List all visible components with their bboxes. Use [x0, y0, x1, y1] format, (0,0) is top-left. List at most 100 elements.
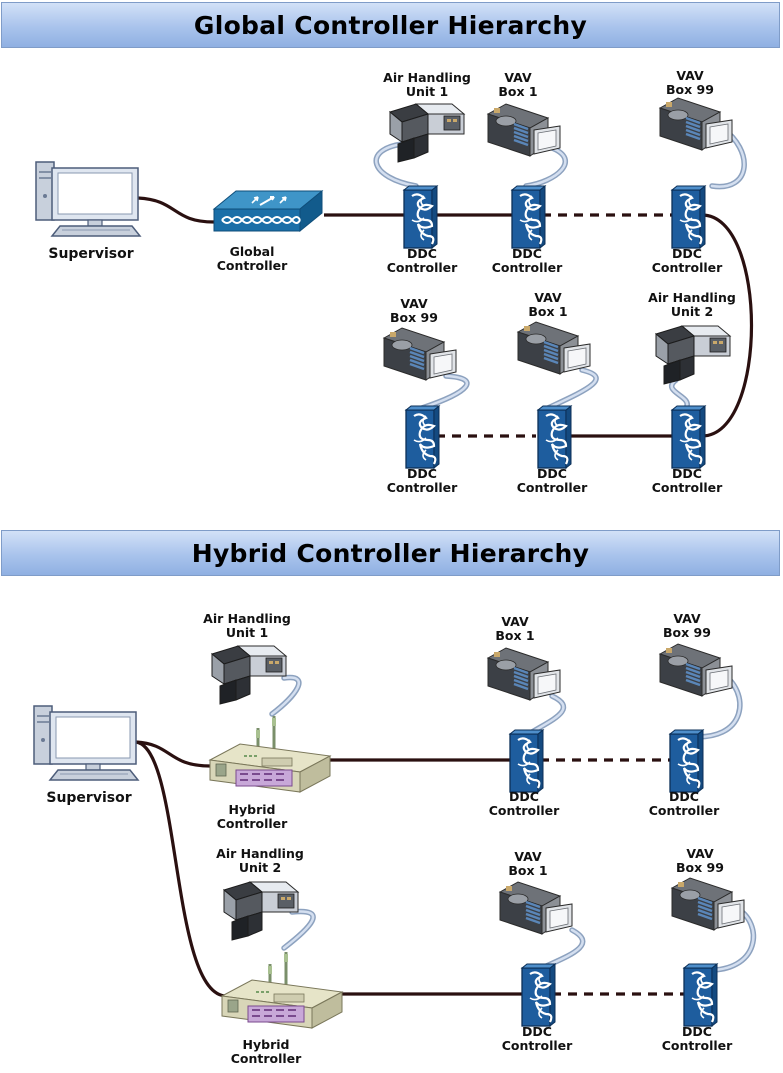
- svg-text:Air Handling: Air Handling: [383, 70, 471, 85]
- svg-text:VAV: VAV: [400, 296, 428, 311]
- svg-text:Controller: Controller: [649, 803, 720, 818]
- ddc-controller-icon: [520, 962, 557, 1028]
- vav-box-1-icon: [486, 102, 562, 158]
- ddc-controller-label: DDC Controller: [489, 789, 560, 818]
- svg-text:Box 1: Box 1: [498, 84, 537, 99]
- svg-text:Box 1: Box 1: [495, 628, 534, 643]
- hybrid-controller-label: Hybrid Controller: [217, 802, 288, 831]
- ddc-controller-icon: [670, 184, 707, 250]
- vav-box-99-icon: [658, 96, 734, 152]
- svg-text:Controller: Controller: [502, 1038, 573, 1053]
- vav-box-99-icon: [382, 326, 458, 382]
- vav-box-1-label: VAV Box 1: [498, 70, 537, 99]
- svg-text:DDC: DDC: [682, 1024, 712, 1039]
- svg-text:Controller: Controller: [387, 480, 458, 495]
- ddc-controller-label: DDC Controller: [649, 789, 720, 818]
- svg-text:Unit 1: Unit 1: [406, 84, 448, 99]
- svg-text:Controller: Controller: [517, 480, 588, 495]
- svg-text:DDC: DDC: [537, 466, 567, 481]
- hybrid-hierarchy-title: Hybrid Controller Hierarchy: [191, 538, 590, 568]
- svg-text:VAV: VAV: [534, 290, 562, 305]
- svg-text:Box 99: Box 99: [676, 860, 724, 875]
- vav-box-1-icon: [516, 320, 592, 376]
- svg-text:Controller: Controller: [217, 258, 288, 273]
- svg-text:Box 1: Box 1: [528, 304, 567, 319]
- ddc-controller-icon: [402, 184, 439, 250]
- ddc-controller-label: DDC Controller: [502, 1024, 573, 1053]
- supervisor-icon: [33, 705, 139, 781]
- svg-text:VAV: VAV: [514, 849, 542, 864]
- svg-text:Unit 2: Unit 2: [239, 860, 281, 875]
- vav-box-1-label: VAV Box 1: [495, 614, 534, 643]
- vav-box-1-label: VAV Box 1: [528, 290, 567, 319]
- svg-text:Unit 2: Unit 2: [671, 304, 713, 319]
- ddc-controller-icon: [668, 728, 705, 794]
- ddc-controller-label: DDC Controller: [517, 466, 588, 495]
- svg-text:Hybrid: Hybrid: [229, 802, 276, 817]
- svg-text:Box 99: Box 99: [390, 310, 438, 325]
- ahu-2-label: Air Handling Unit 2: [648, 290, 736, 319]
- global-controller-icon: [213, 190, 323, 232]
- svg-text:Controller: Controller: [652, 260, 723, 275]
- vav-box-99-label: VAV Box 99: [390, 296, 438, 325]
- svg-text:Air Handling: Air Handling: [648, 290, 736, 305]
- svg-text:Box 1: Box 1: [508, 863, 547, 878]
- ddc-controller-label: DDC Controller: [387, 466, 458, 495]
- svg-text:Controller: Controller: [662, 1038, 733, 1053]
- svg-text:DDC: DDC: [669, 789, 699, 804]
- svg-text:Hybrid: Hybrid: [243, 1037, 290, 1052]
- svg-text:DDC: DDC: [407, 466, 437, 481]
- global-hierarchy-title: Global Controller Hierarchy: [193, 10, 588, 40]
- svg-text:Global: Global: [230, 244, 275, 259]
- svg-text:Box 99: Box 99: [663, 625, 711, 640]
- global-controller-label: Global Controller: [217, 244, 288, 273]
- svg-text:VAV: VAV: [686, 846, 714, 861]
- supervisor-label: Supervisor: [48, 246, 133, 262]
- svg-text:VAV: VAV: [673, 611, 701, 626]
- vav-box-1-icon: [498, 880, 574, 936]
- ahu-1-icon: [211, 645, 287, 705]
- hybrid-controller-icon: [208, 714, 332, 794]
- ddc-controller-icon: [682, 962, 719, 1028]
- svg-text:DDC: DDC: [672, 246, 702, 261]
- vav-box-99-label: VAV Box 99: [676, 846, 724, 875]
- svg-text:DDC: DDC: [509, 789, 539, 804]
- ddc-controller-label: DDC Controller: [652, 466, 723, 495]
- svg-text:Controller: Controller: [489, 803, 560, 818]
- vav-box-99-icon: [658, 642, 734, 698]
- vav-box-1-label: VAV Box 1: [508, 849, 547, 878]
- vav-box-99-icon: [670, 876, 746, 932]
- svg-text:DDC: DDC: [512, 246, 542, 261]
- ddc-controller-label: DDC Controller: [652, 246, 723, 275]
- svg-text:DDC: DDC: [672, 466, 702, 481]
- ddc-controller-label: DDC Controller: [662, 1024, 733, 1053]
- ahu-2-icon: [223, 881, 299, 941]
- svg-text:Controller: Controller: [217, 816, 288, 831]
- hybrid-controller-label: Hybrid Controller: [231, 1037, 302, 1066]
- svg-text:Air Handling: Air Handling: [203, 611, 291, 626]
- hybrid-controller-icon: [220, 950, 344, 1030]
- ahu-1-label: Air Handling Unit 1: [203, 611, 291, 640]
- global-hierarchy-banner: Global Controller Hierarchy: [1, 2, 780, 48]
- ddc-controller-icon: [670, 404, 707, 470]
- svg-text:VAV: VAV: [504, 70, 532, 85]
- ddc-controller-icon: [510, 184, 547, 250]
- supervisor-label: Supervisor: [46, 790, 131, 806]
- svg-text:Controller: Controller: [652, 480, 723, 495]
- svg-text:Controller: Controller: [387, 260, 458, 275]
- ahu-2-label: Air Handling Unit 2: [216, 846, 304, 875]
- svg-text:Box 99: Box 99: [666, 82, 714, 97]
- svg-text:Controller: Controller: [231, 1051, 302, 1066]
- ahu-2-icon: [655, 325, 731, 385]
- ahu-1-label: Air Handling Unit 1: [383, 70, 471, 99]
- vav-box-99-label: VAV Box 99: [666, 68, 714, 97]
- ddc-controller-icon: [536, 404, 573, 470]
- ahu-1-icon: [389, 103, 465, 163]
- svg-text:VAV: VAV: [501, 614, 529, 629]
- svg-text:Controller: Controller: [492, 260, 563, 275]
- hybrid-hierarchy-banner: Hybrid Controller Hierarchy: [1, 530, 780, 576]
- svg-text:DDC: DDC: [522, 1024, 552, 1039]
- svg-text:Air Handling: Air Handling: [216, 846, 304, 861]
- svg-text:VAV: VAV: [676, 68, 704, 83]
